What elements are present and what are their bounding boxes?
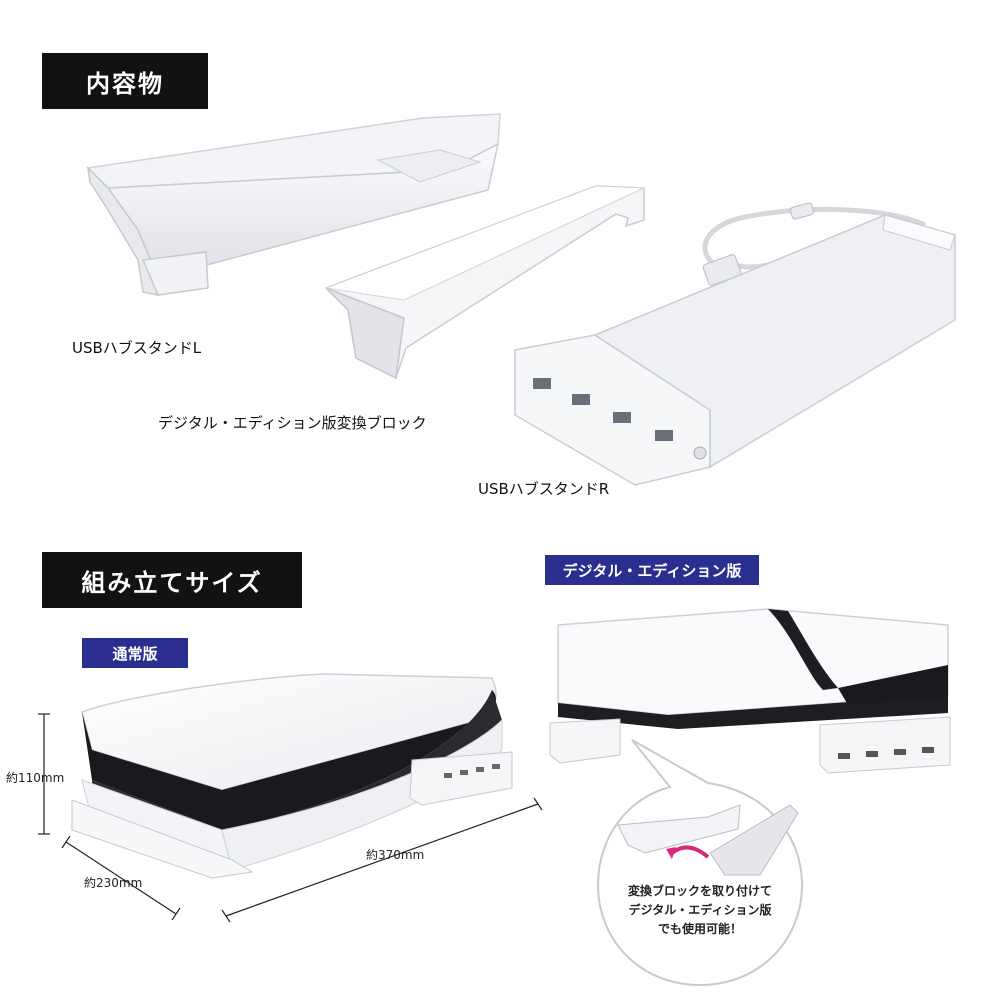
callout-line-2: デジタル・エディション版 [628,903,772,917]
callout-line-1: 変換ブロックを取り付けて [627,884,772,898]
digital-edition-badge: デジタル・エディション版 [545,555,759,585]
dimension-lines [38,713,543,923]
standard-edition-badge: 通常版 [82,638,188,668]
stand-l-label: USBハブスタンドL [72,339,202,357]
usb-hub-stand-r-image [514,202,956,486]
standard-console-image [71,673,513,879]
callout-line-3: でも使用可能！ [657,922,742,936]
depth-dimension-label: 約230mm [84,876,143,890]
width-dimension-label: 約370mm [366,848,425,862]
callout-bubble [596,739,804,987]
assembly-size-section-title: 組み立てサイズ [42,552,302,608]
digital-console-image [549,608,951,774]
height-dimension-label: 約110mm [6,771,65,785]
conversion-block-label: デジタル・エディション版変換ブロック [158,414,427,432]
usb-hub-stand-l-image [86,113,501,296]
callout-text: 変換ブロックを取り付けて デジタル・エディション版 でも使用可能！ [600,882,800,939]
stand-r-label: USBハブスタンドR [478,480,610,498]
contents-section-title: 内容物 [42,53,208,109]
conversion-block-image [324,185,645,380]
